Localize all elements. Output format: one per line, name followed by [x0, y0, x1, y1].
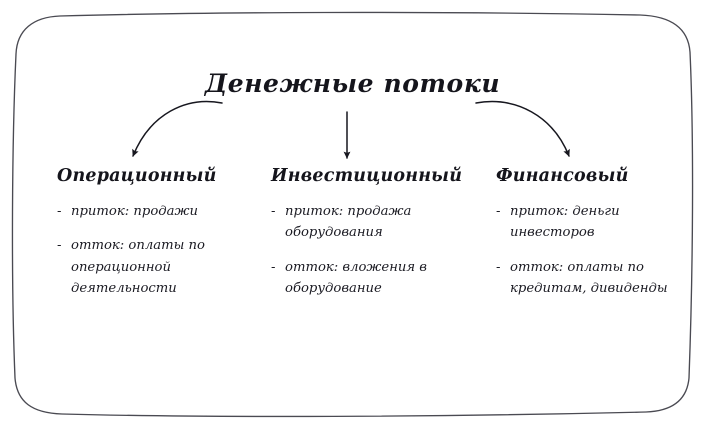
list-item: - отток: вложения в оборудование	[271, 257, 467, 300]
column-investing: Инвестиционный - приток: продажа оборудо…	[271, 166, 467, 300]
bullet-dash-icon: -	[57, 204, 62, 219]
list-item-text: отток: оплаты по операционной деятельнос…	[71, 238, 205, 297]
list-item-text: приток: деньги инвесторов	[510, 204, 620, 241]
list-item: - отток: оплаты по кредитам, дивиденды	[496, 257, 686, 300]
arrow-to-operating	[132, 100, 223, 157]
bullet-dash-icon: -	[496, 259, 501, 275]
list-item: - приток: деньги инвесторов	[496, 201, 686, 244]
list-item-text: отток: оплаты по кредитам, дивиденды	[510, 259, 668, 297]
bullet-list-operating: - приток: продажи - отток: оплаты по опе…	[57, 201, 242, 300]
bullet-list-financing: - приток: деньги инвесторов - отток: опл…	[496, 201, 686, 300]
page-title: Денежные потоки	[204, 69, 501, 98]
list-item: - приток: продажа оборудования	[271, 201, 467, 244]
list-item: - приток: продажи	[57, 201, 242, 222]
column-heading-investing: Инвестиционный	[271, 166, 463, 186]
bullet-dash-icon: -	[496, 204, 501, 219]
bullet-dash-icon: -	[57, 238, 62, 254]
arrow-to-financing	[475, 100, 570, 157]
list-item: - отток: оплаты по операционной деятельн…	[57, 235, 242, 299]
list-item-text: приток: продажи	[71, 204, 198, 219]
bullet-list-investing: - приток: продажа оборудования - отток: …	[271, 201, 467, 300]
bullet-dash-icon: -	[271, 259, 276, 275]
list-item-text: приток: продажа оборудования	[285, 204, 412, 241]
column-financing: Финансовый - приток: деньги инвесторов -…	[496, 166, 686, 300]
column-heading-operating: Операционный	[57, 166, 217, 186]
column-operating: Операционный - приток: продажи - отток: …	[57, 166, 242, 300]
bullet-dash-icon: -	[271, 204, 276, 219]
list-item-text: отток: вложения в оборудование	[285, 259, 427, 297]
column-heading-financing: Финансовый	[496, 166, 629, 186]
